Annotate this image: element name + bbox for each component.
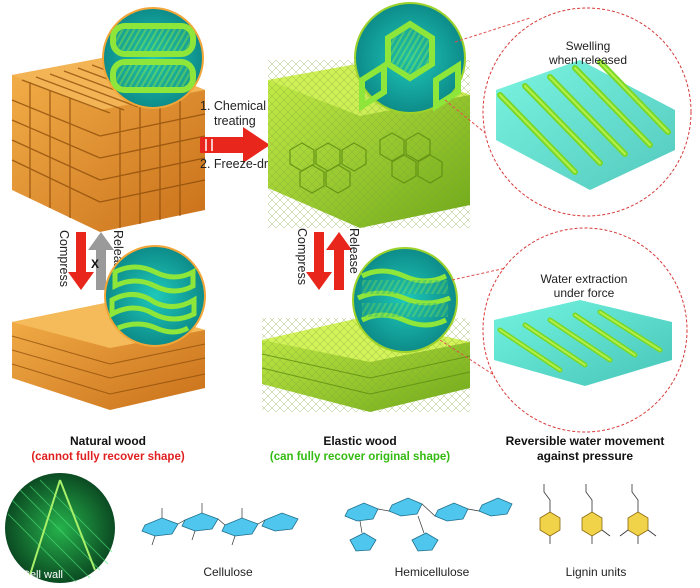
compressed-natural-zoom: [104, 245, 206, 347]
elastic-wood-zoom: [354, 2, 466, 114]
lignin-structures: [539, 484, 657, 544]
step-1-line-2: treating: [214, 114, 256, 128]
middle-release-label: Release: [347, 228, 361, 274]
compressed-elastic-zoom: [352, 247, 458, 353]
water-extraction-zoom: [482, 227, 688, 433]
cell-wall-label: Cell wall: [22, 569, 63, 581]
elastic-wood-subcaption: (can fully recover original shape): [270, 451, 450, 463]
left-compress-label: Compress: [57, 230, 71, 287]
step-1-line-1: 1. Chemical: [200, 99, 266, 113]
extraction-label-line-2: under force: [554, 286, 615, 300]
lignin-label: Lignin units: [566, 565, 627, 579]
hemicellulose-label: Hemicellulose: [395, 565, 470, 579]
cell-wall-image: [5, 473, 115, 583]
cellulose-label: Cellulose: [203, 565, 253, 579]
leader-line-bottom-1: [451, 261, 534, 281]
elastic-wood-caption: Elastic wood: [323, 434, 396, 448]
water-movement-caption-line-2: against pressure: [537, 449, 633, 463]
middle-compress-label: Compress: [295, 228, 309, 285]
natural-wood-caption: Natural wood: [70, 434, 146, 448]
swelling-label-line-1: Swelling: [566, 39, 611, 53]
natural-compress-arrows: X: [68, 232, 114, 290]
blocked-release-mark: X: [91, 257, 99, 271]
hemicellulose-structure: [344, 497, 513, 552]
swelling-zoom: [482, 7, 692, 217]
extraction-label-line-1: Water extraction: [541, 272, 628, 286]
treatment-arrow: [200, 127, 270, 163]
swelling-label-line-2: when released: [548, 53, 627, 67]
cellulose-structure: [141, 503, 299, 546]
natural-wood-zoom: [102, 7, 204, 109]
elastic-compress-arrows: [306, 232, 352, 290]
natural-wood-subcaption: (cannot fully recover shape): [31, 451, 185, 463]
water-movement-caption-line-1: Reversible water movement: [506, 434, 665, 448]
leader-line-top-1: [454, 17, 531, 43]
